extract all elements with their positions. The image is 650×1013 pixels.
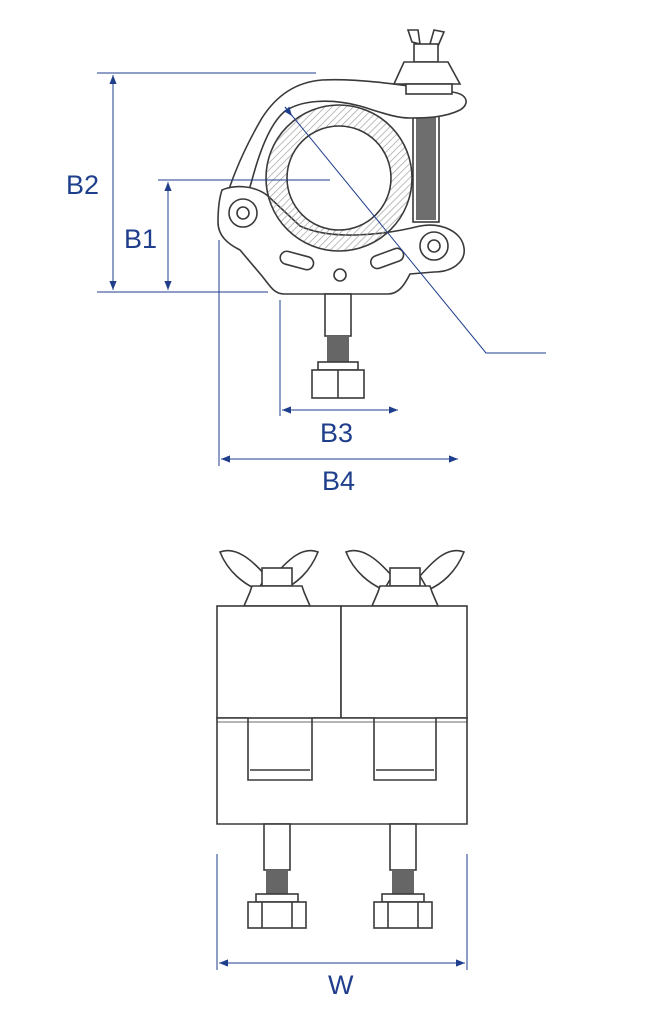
wing-nut-top <box>392 29 462 95</box>
bolt-right <box>373 823 433 929</box>
bolt-left <box>247 823 307 929</box>
label-b3: B3 <box>320 418 353 448</box>
wing-nut-left <box>218 549 320 607</box>
lower-body <box>216 717 468 825</box>
body-hole <box>333 268 347 282</box>
upper-block-left <box>216 605 342 719</box>
clamp-screw <box>412 109 440 223</box>
upper-block-right <box>340 605 468 719</box>
pivot-left-inner <box>236 206 250 220</box>
pivot-right-inner <box>427 239 441 253</box>
label-w: W <box>328 970 354 1000</box>
bottom-bolt <box>311 293 365 399</box>
front-view <box>216 549 468 929</box>
side-dimensions <box>97 72 546 466</box>
leader-line <box>284 106 546 354</box>
body-slot-left <box>279 250 315 271</box>
tube-bore <box>286 125 392 231</box>
side-view <box>217 29 467 399</box>
label-b1: B1 <box>124 224 157 254</box>
wing-nut-right <box>344 549 466 607</box>
label-b2: B2 <box>66 170 99 200</box>
label-b4: B4 <box>322 466 355 496</box>
body-slot-right <box>370 247 405 270</box>
hook-arm <box>218 78 467 227</box>
front-dimensions <box>216 854 468 970</box>
